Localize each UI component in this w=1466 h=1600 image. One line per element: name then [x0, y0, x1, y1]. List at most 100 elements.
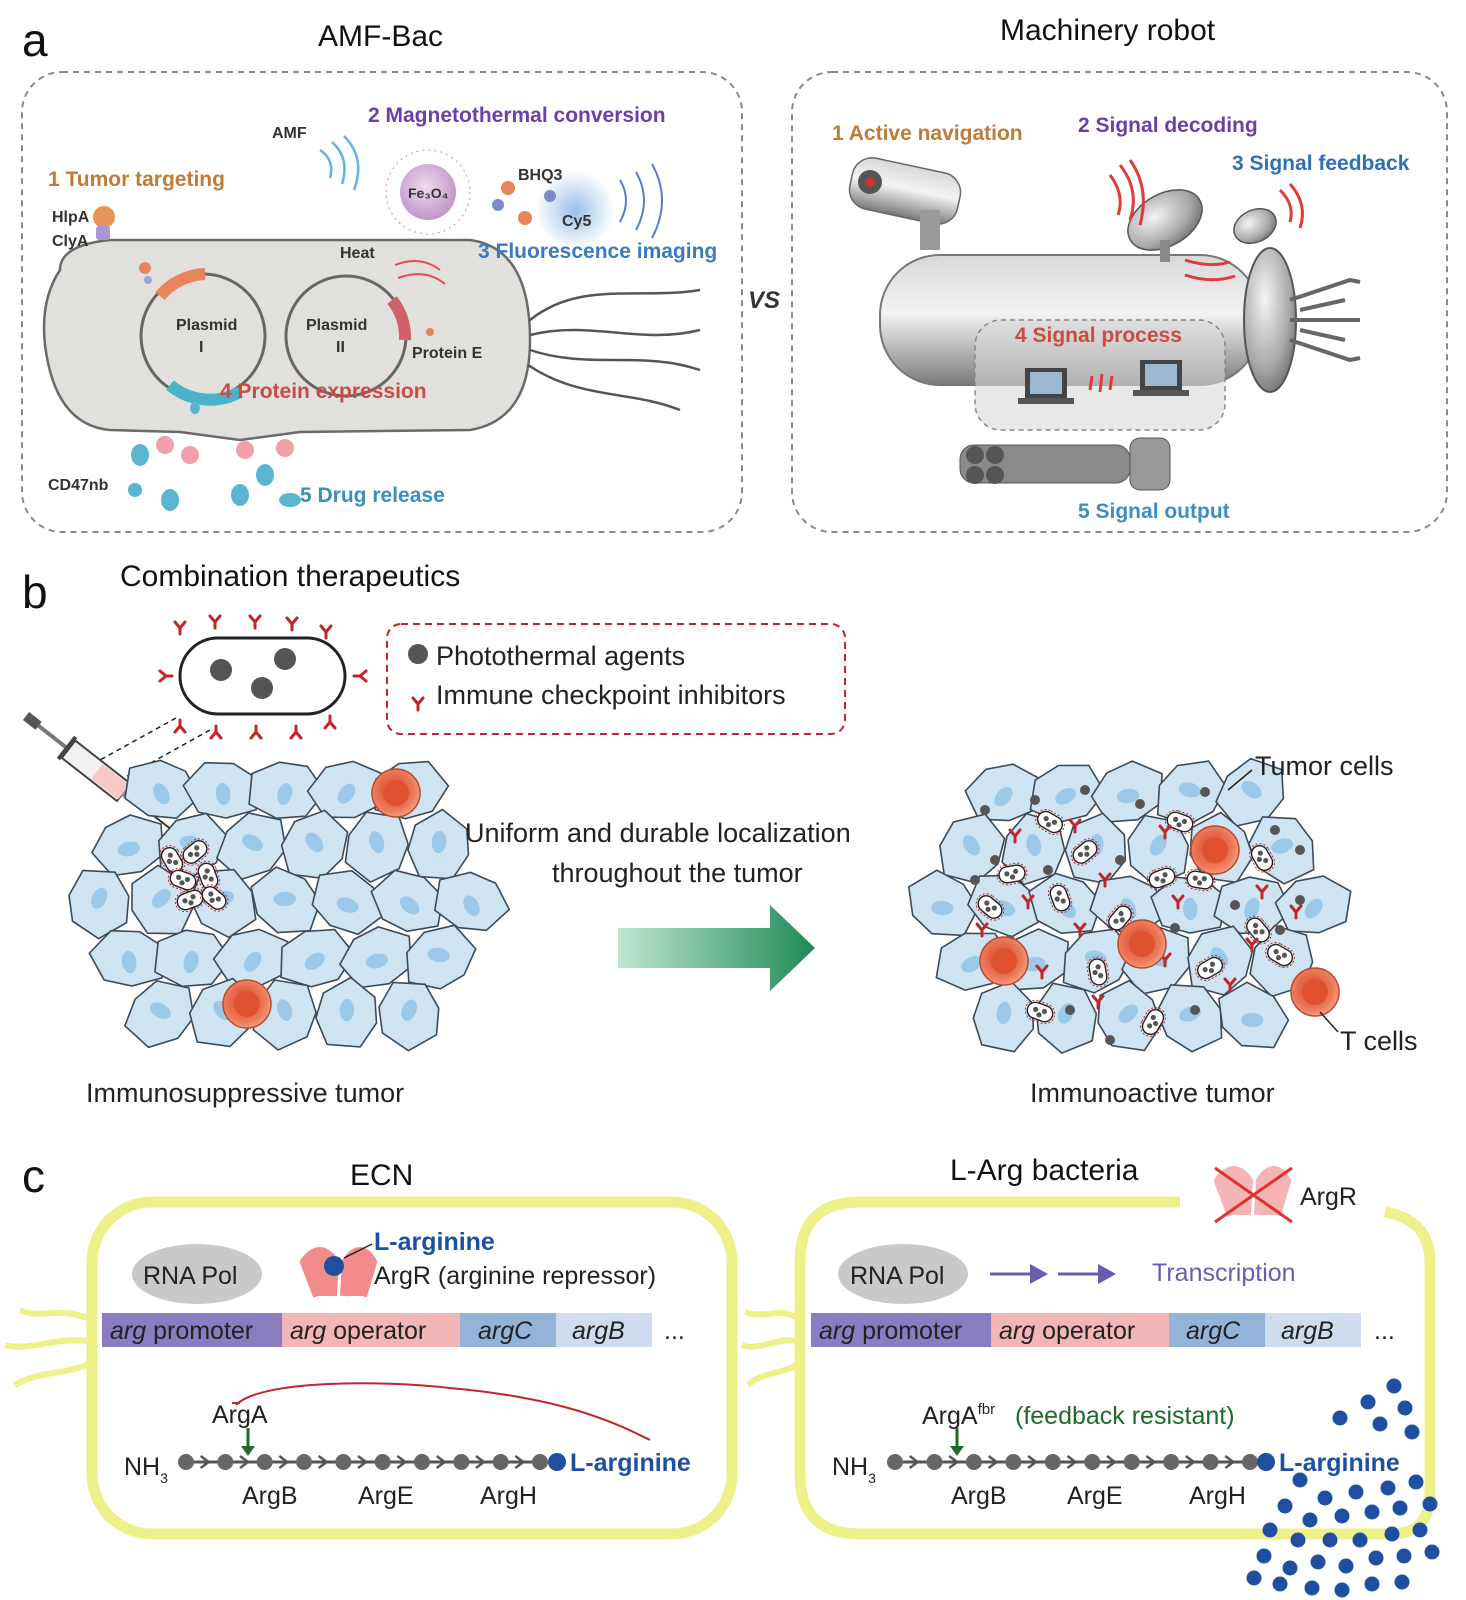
arginine-molecule: [1246, 1570, 1262, 1586]
l-arginine-product-label-2: L-arginine: [1279, 1449, 1400, 1477]
pathway-node: [1163, 1454, 1180, 1470]
arrow-label-line2: throughout the tumor: [552, 858, 803, 888]
gene-argC-2: argC: [1186, 1317, 1241, 1345]
magnetothermal-label: 2 Magnetothermal conversion: [368, 104, 666, 127]
photothermal-agent: [1275, 925, 1285, 935]
arginine-molecule: [1372, 1416, 1388, 1432]
signal-process-label: 4 Signal process: [1015, 324, 1182, 347]
arginine-pathway: [178, 1454, 548, 1470]
arginine-molecule: [1380, 1480, 1396, 1496]
argH-enzyme-label: ArgH: [480, 1482, 537, 1510]
panel-letter-c: c: [22, 1150, 45, 1202]
arginine-molecule: [1290, 1532, 1306, 1548]
panel-letter-b: b: [22, 566, 48, 618]
drug-release-label: 5 Drug release: [300, 484, 445, 507]
cell-nucleus: [431, 830, 447, 854]
combination-therapeutics-title: Combination therapeutics: [120, 560, 460, 593]
gene-argB: argB: [572, 1317, 625, 1345]
immunoactive-tumor: [907, 757, 1352, 1055]
arginine-molecule: [1360, 1394, 1376, 1410]
pathway-node: [1242, 1454, 1258, 1470]
pathway-arrow: [357, 1455, 369, 1469]
pathway-node: [453, 1454, 470, 1470]
cy5-label: Cy5: [562, 213, 591, 230]
gene-ellipsis-2: ...: [1374, 1317, 1395, 1345]
plasmid-2-number: II: [336, 339, 345, 356]
protein-expression-label: 4 Protein expression: [220, 380, 427, 403]
pathway-arrow: [514, 1455, 526, 1469]
amf-bacterium: Plasmid I Plasmid II Protein E Heat: [42, 238, 701, 442]
panel-b: b Combination therapeutics Photothermal …: [22, 560, 1418, 1108]
cell-nucleus: [994, 786, 1013, 807]
checkpoint-inhibitor-marker: [411, 696, 425, 712]
pathway-arrow: [278, 1455, 290, 1469]
arginine-molecule: [1302, 1512, 1318, 1528]
photothermal-agent: [1200, 787, 1210, 797]
arginine-molecule: [1262, 1522, 1278, 1538]
arginine-molecule: [1404, 1424, 1420, 1440]
gene-argC: argC: [478, 1317, 533, 1345]
gene-operator-2: arg operator: [999, 1317, 1135, 1345]
cell-nucleus: [304, 952, 325, 970]
l-arg-cell: ArgR RNA Pol Transcription arg promoter …: [740, 1166, 1440, 1598]
legend-photothermal-label: Photothermal agents: [436, 641, 685, 671]
cell-nucleus: [339, 998, 355, 1022]
cell-nucleus: [1241, 1012, 1264, 1028]
arginine-molecule: [1272, 1576, 1288, 1592]
legend-box: Photothermal agents Immune checkpoint in…: [386, 623, 846, 735]
machinery-robot-title: Machinery robot: [1000, 14, 1216, 47]
gene-promoter-2: arg promoter: [819, 1317, 962, 1345]
active-navigation-label: 1 Active navigation: [832, 122, 1023, 145]
pathway-node: [1123, 1454, 1140, 1470]
pathway-arrow: [1224, 1455, 1236, 1469]
cell-nucleus: [215, 782, 231, 806]
pathway-node: [335, 1454, 352, 1470]
l-arginine-product-label: L-arginine: [570, 1449, 691, 1477]
arginine-molecule: [1322, 1532, 1338, 1548]
photothermal-agent: [980, 805, 990, 815]
cell-nucleus: [399, 896, 420, 915]
pathway-node: [1084, 1454, 1101, 1470]
photothermal-agent-marker: [408, 644, 428, 664]
cell-nucleus: [1116, 788, 1140, 804]
pathway-node: [926, 1454, 943, 1470]
cell-nucleus: [1026, 833, 1042, 857]
argr-knockout-cross: [1214, 1166, 1293, 1224]
pathway-node: [1044, 1454, 1061, 1470]
cell-nucleus: [930, 900, 954, 916]
argH-enzyme-label-2: ArgH: [1189, 1482, 1246, 1510]
vs-label: VS: [748, 287, 780, 314]
cell-nucleus: [183, 950, 199, 973]
cell-nucleus: [151, 889, 171, 908]
cell-nucleus: [401, 999, 418, 1021]
cell-nucleus: [276, 999, 293, 1021]
argB-enzyme-label-2: ArgB: [951, 1482, 1007, 1510]
repressor-bound-arginine-label: L-arginine: [374, 1228, 495, 1256]
pathway-node: [178, 1454, 194, 1470]
transcription-label: Transcription: [1152, 1259, 1296, 1287]
arginine-molecule: [1394, 1574, 1410, 1590]
pathway-node: [1202, 1454, 1219, 1470]
cell-nucleus: [305, 832, 324, 853]
arginine-molecule: [1364, 1576, 1380, 1592]
arginine-molecule: [1338, 1558, 1354, 1574]
cell-nucleus: [962, 835, 981, 856]
signal-decoding-label: 2 Signal decoding: [1078, 114, 1258, 137]
arginine-molecule: [1292, 1472, 1308, 1488]
pathway-node: [965, 1454, 982, 1470]
arginine-molecule: [1364, 1504, 1380, 1520]
cell-nucleus: [117, 841, 140, 857]
photothermal-agent: [1065, 1005, 1075, 1015]
gene-ellipsis: ...: [664, 1317, 685, 1345]
pathway-arrow: [396, 1455, 408, 1469]
photothermal-agent: [1270, 825, 1280, 835]
photothermal-agent: [1080, 785, 1090, 795]
cell-nucleus: [277, 782, 293, 805]
cell-nucleus: [365, 953, 388, 969]
arginine-molecule: [1317, 1490, 1333, 1506]
plasmid-1-label: Plasmid: [176, 317, 237, 334]
arginine-molecule: [1334, 1508, 1350, 1524]
pathway-node: [414, 1454, 430, 1470]
plasmid-2-label: Plasmid: [306, 317, 367, 334]
